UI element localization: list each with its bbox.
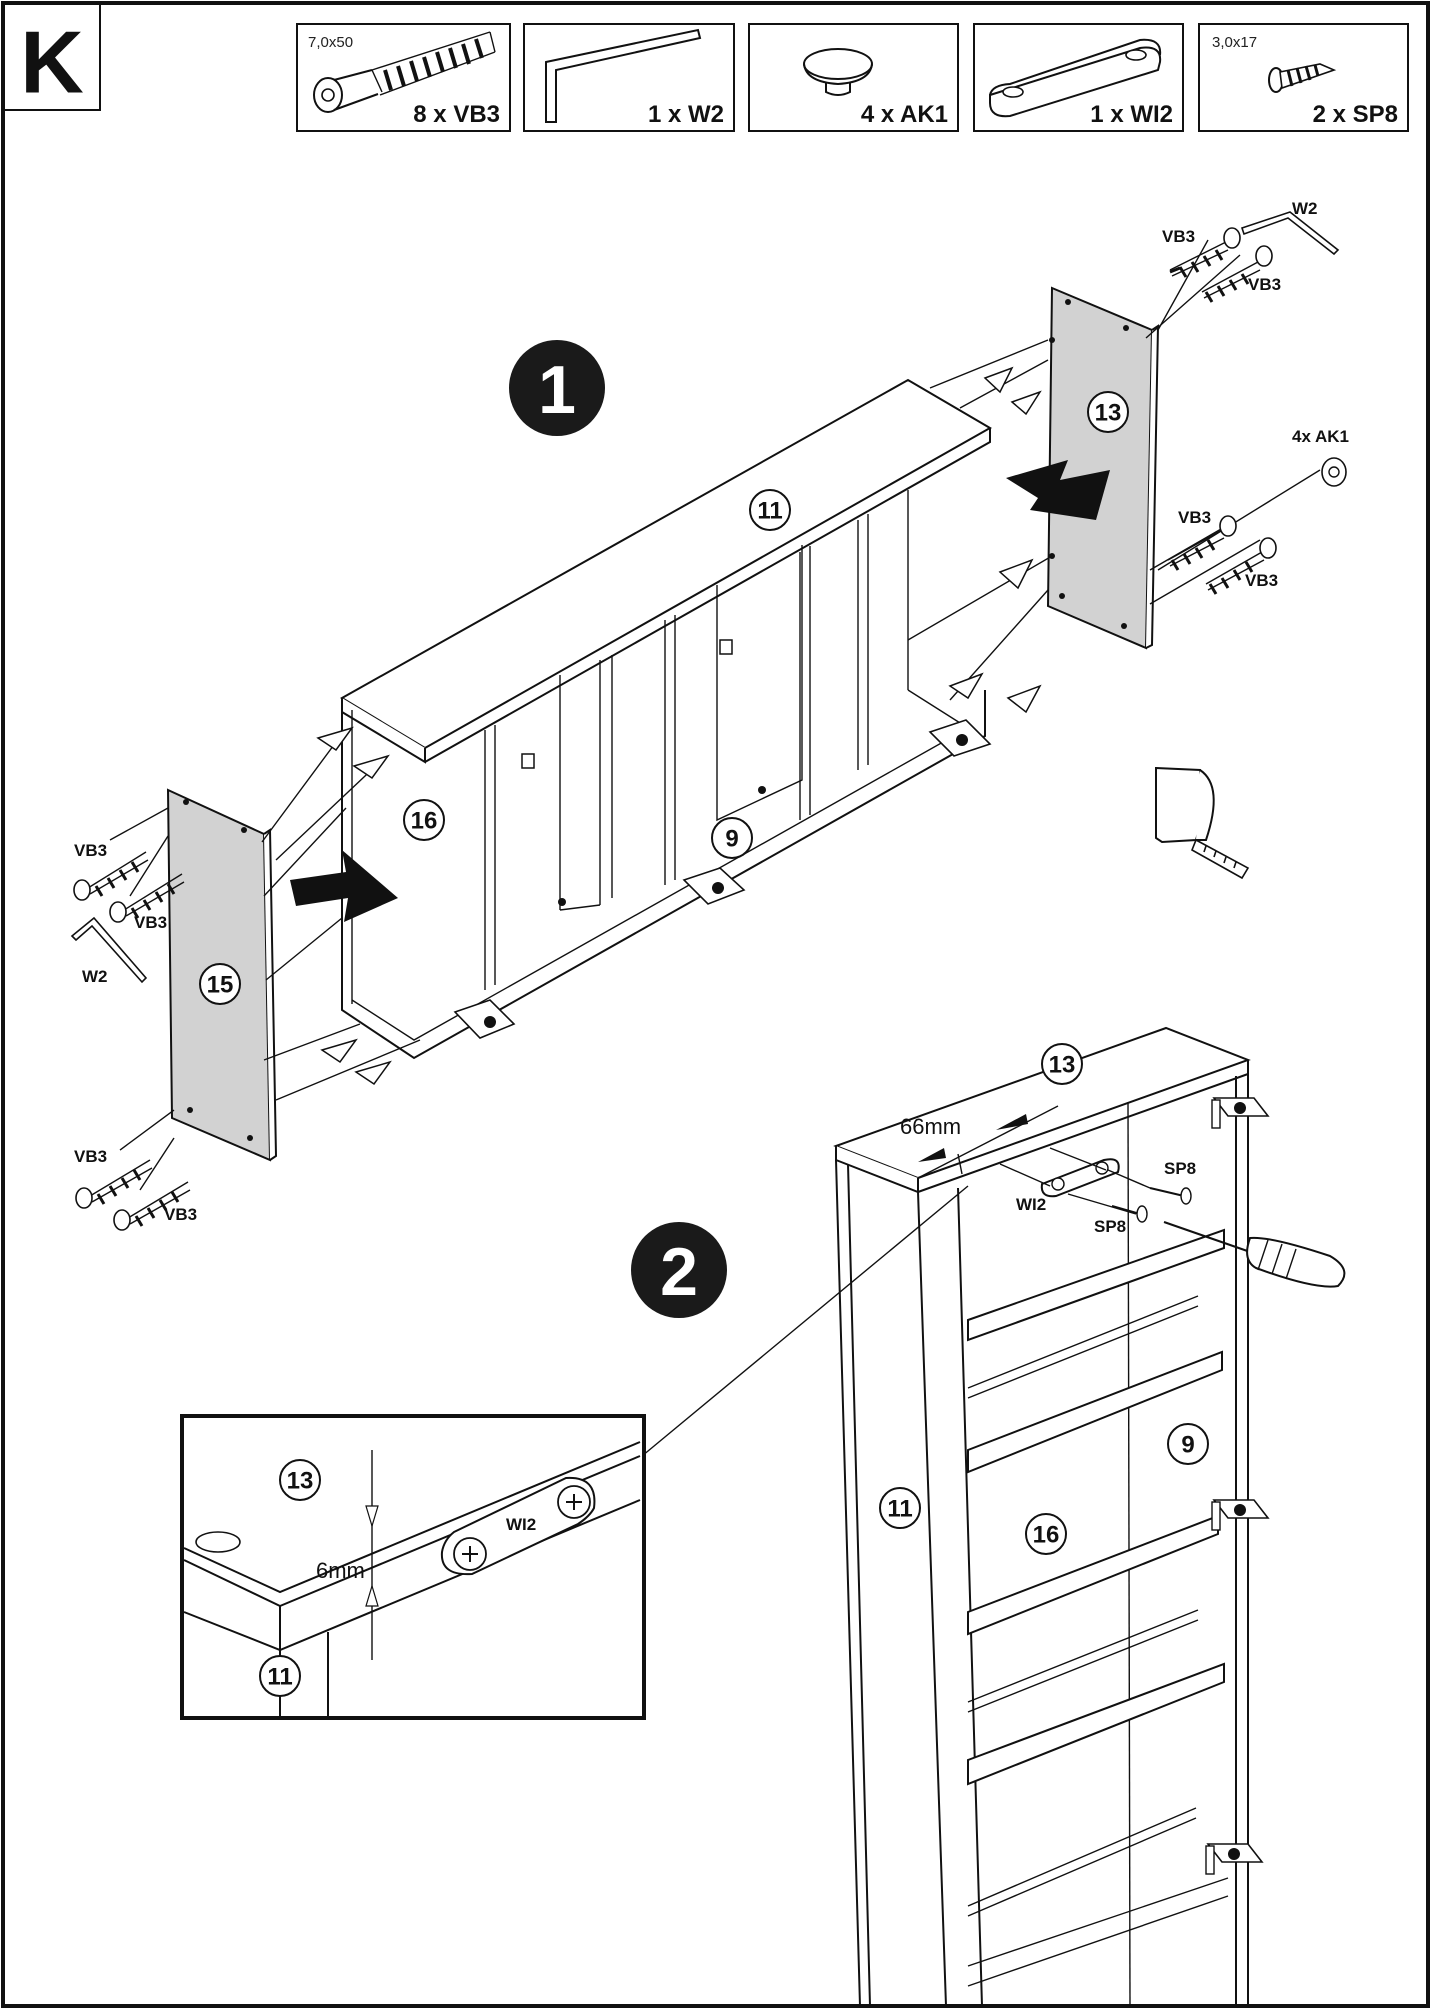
part-qty: 2 x SP8 <box>1313 101 1398 128</box>
hinge-icon <box>928 719 992 757</box>
svg-text:1: 1 <box>538 352 576 428</box>
svg-text:11: 11 <box>887 1496 912 1523</box>
wood-screw-icon <box>1111 1205 1148 1223</box>
part-qty: 1 x WI2 <box>1090 101 1173 128</box>
detail-leader <box>641 1185 969 1457</box>
callout-16: 16 <box>403 799 445 841</box>
label-sp8: SP8 <box>1164 1159 1196 1178</box>
svg-text:15: 15 <box>207 972 234 999</box>
hinge-icon <box>1205 1843 1264 1875</box>
part-wi2: 1 x WI2 <box>973 23 1184 132</box>
label-w2: W2 <box>1292 199 1318 218</box>
cam-bolt-icon <box>1169 227 1241 278</box>
svg-text:16: 16 <box>411 808 438 835</box>
part-qty: 1 x W2 <box>648 101 724 128</box>
svg-text:16: 16 <box>1033 1522 1060 1549</box>
svg-text:13: 13 <box>1049 1052 1076 1079</box>
callout-16: 16 <box>1025 1513 1067 1555</box>
carcass-16 <box>340 378 993 1060</box>
screwdriver-icon <box>1163 1221 1346 1288</box>
label-sp8: SP8 <box>1094 1217 1126 1236</box>
callout-15: 15 <box>199 963 241 1005</box>
hinge-icon <box>1211 1499 1270 1531</box>
part-spec: 3,0x17 <box>1212 34 1257 51</box>
dimension-66mm: 66mm <box>900 1105 1059 1179</box>
label-vb3: VB3 <box>1248 275 1281 294</box>
hinge-icon <box>453 999 516 1039</box>
page-letter-box: K <box>3 2 101 112</box>
svg-text:13: 13 <box>287 1468 314 1495</box>
label-vb3: VB3 <box>164 1205 197 1224</box>
cam-bolt-icon <box>109 873 185 923</box>
label-vb3: VB3 <box>134 913 167 932</box>
label-ak1: 4x AK1 <box>1292 427 1349 446</box>
allen-key-icon <box>70 916 148 984</box>
wood-screw-icon <box>1149 1187 1192 1205</box>
push-arrow-icon <box>290 850 398 922</box>
cam-bolt-icon <box>1205 537 1277 595</box>
guide-arrows <box>316 366 1042 1086</box>
connector-plate-icon <box>1040 1158 1120 1198</box>
callout-13: 13 <box>1087 391 1129 433</box>
callout-11: 11 <box>749 489 791 531</box>
part-ak1: 4 x AK1 <box>748 23 959 132</box>
label-w2: W2 <box>82 967 108 986</box>
parts-bar: 7,0x50 8 x VB3 1 x W2 <box>296 23 1409 132</box>
label-vb3: VB3 <box>1245 571 1278 590</box>
callout-9: 9 <box>1167 1423 1209 1465</box>
label-vb3: VB3 <box>1162 227 1195 246</box>
allen-key-icon <box>545 28 702 123</box>
page-letter: K <box>20 13 84 112</box>
dimension-6mm: 6mm <box>316 1450 379 1660</box>
step-2-badge: 2 <box>631 1222 727 1318</box>
hinge-icon <box>1211 1097 1270 1129</box>
cam-bolt-icon <box>73 851 149 901</box>
part-qty: 4 x AK1 <box>861 101 948 128</box>
cam-bolt-icon <box>1201 245 1273 303</box>
callout-9: 9 <box>711 817 753 859</box>
push-arrow-icon <box>1006 460 1110 520</box>
standing-cabinet: 66mm <box>833 1026 1346 2007</box>
allen-key-icon <box>1240 211 1340 256</box>
part-qty: 8 x VB3 <box>413 101 500 128</box>
cover-cap-icon <box>803 48 873 96</box>
callout-11: 11 <box>879 1487 921 1529</box>
cover-cap-icon <box>1321 457 1347 487</box>
hinge-icon <box>682 867 746 905</box>
step-1-badge: 1 <box>509 340 605 436</box>
cam-bolt-icon <box>1167 515 1237 571</box>
cam-bolt-icon <box>313 31 496 113</box>
label-wi2: WI2 <box>506 1515 536 1534</box>
part-w2: 1 x W2 <box>523 23 735 132</box>
step-2: 2 <box>631 1026 1346 2007</box>
svg-text:11: 11 <box>267 1664 292 1691</box>
label-vb3: VB3 <box>1178 508 1211 527</box>
cam-bolt-icon <box>75 1159 153 1209</box>
part-spec: 7,0x50 <box>308 34 353 51</box>
svg-text:9: 9 <box>1181 1432 1194 1459</box>
svg-text:13: 13 <box>1095 400 1122 427</box>
svg-text:2: 2 <box>660 1234 698 1310</box>
connector-plate-icon <box>440 1476 596 1576</box>
detail-inset: 6mm WI2 13 11 <box>180 1414 646 1720</box>
label-vb3: VB3 <box>74 1147 107 1166</box>
part-vb3: 7,0x50 8 x VB3 <box>296 23 511 132</box>
side-panel-13 <box>1046 286 1160 650</box>
label-vb3: VB3 <box>74 841 107 860</box>
wood-screw-icon <box>1268 63 1337 93</box>
callout-11: 11 <box>259 1655 301 1697</box>
cam-bolt-icon <box>113 1181 191 1231</box>
svg-text:6mm: 6mm <box>316 1558 365 1583</box>
connector-plate-icon <box>989 38 1162 118</box>
svg-text:11: 11 <box>757 498 782 525</box>
callout-13: 13 <box>1041 1043 1083 1085</box>
step-1: 1 <box>70 199 1349 1231</box>
callout-13: 13 <box>279 1459 321 1501</box>
svg-text:66mm: 66mm <box>900 1114 961 1139</box>
svg-text:9: 9 <box>725 826 738 853</box>
tape-measure-icon <box>1155 766 1250 880</box>
label-wi2: WI2 <box>1016 1195 1046 1214</box>
part-sp8: 3,0x17 2 x SP8 <box>1198 23 1409 132</box>
